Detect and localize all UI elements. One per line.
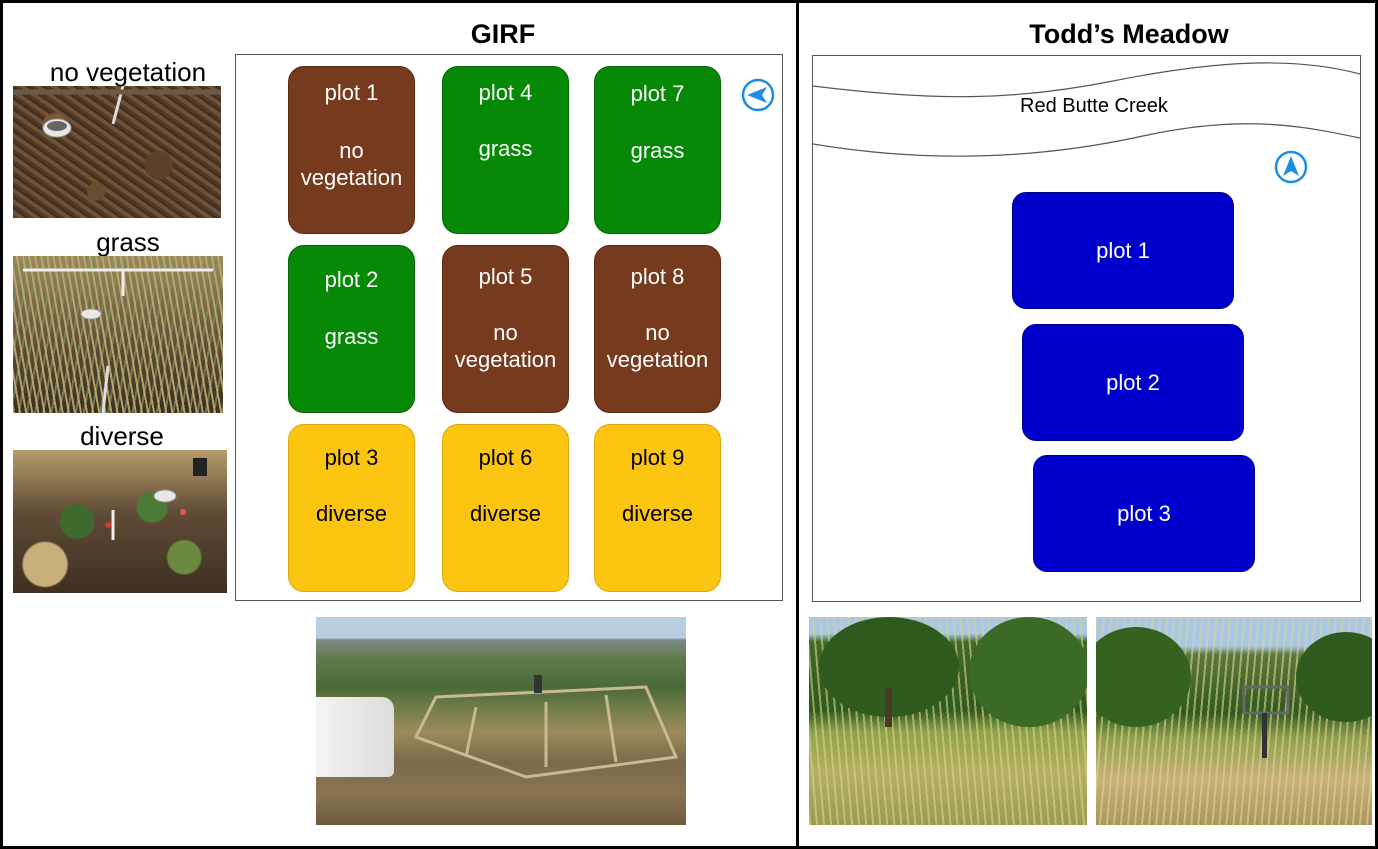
north-arrow-icon <box>741 78 775 112</box>
plot-2-name: plot 2 <box>324 267 379 292</box>
plot-3-name: plot 3 <box>324 445 379 470</box>
girf-site-photo <box>316 617 686 825</box>
plot-4-name: plot 4 <box>478 80 533 105</box>
plot-5-type: no vegetation <box>454 320 557 372</box>
plot-6-type: diverse <box>470 501 541 526</box>
girf-panel: GIRF no vegetation grass diverse <box>0 0 799 849</box>
todds-meadow-title: Todd’s Meadow <box>1029 19 1229 49</box>
plot-8: plot 8 no vegetation <box>594 245 721 413</box>
plot-9-type: diverse <box>622 501 693 526</box>
plot-7: plot 7 grass <box>594 66 721 234</box>
plot-5-name: plot 5 <box>478 264 533 289</box>
plot-6: plot 6 diverse <box>442 424 569 592</box>
north-arrow-icon <box>1274 150 1308 184</box>
water-tank <box>316 697 394 777</box>
thumb-label-grass: grass <box>96 227 160 257</box>
plot-5: plot 5 no vegetation <box>442 245 569 413</box>
plot-2-type: grass <box>324 324 379 349</box>
plot-9: plot 9 diverse <box>594 424 721 592</box>
creek-label: Red Butte Creek <box>1020 95 1168 117</box>
plot-7-name: plot 7 <box>630 81 685 106</box>
plot-1: plot 1 no vegetation <box>288 66 415 234</box>
no-vegetation-photo <box>13 86 221 218</box>
meadow-plot-3: plot 3 <box>1033 455 1255 572</box>
plot-9-name: plot 9 <box>630 445 685 470</box>
plot-1-type: no vegetation <box>300 138 403 190</box>
plot-4: plot 4 grass <box>442 66 569 234</box>
diverse-photo <box>13 450 227 593</box>
todds-meadow-plot-map: Red Butte Creek plot 1 plot 2 plot 3 <box>812 55 1361 602</box>
meadow-plot-1: plot 1 <box>1012 192 1234 309</box>
plot-8-name: plot 8 <box>630 264 685 289</box>
plot-3: plot 3 diverse <box>288 424 415 592</box>
meadow-plot-2: plot 2 <box>1022 324 1244 441</box>
plot-8-type: no vegetation <box>606 320 709 372</box>
thumb-label-no-vegetation: no vegetation <box>49 57 207 87</box>
creek-banks <box>813 62 1360 157</box>
todds-meadow-panel: Todd’s Meadow Red Butte Creek plot 1 plo… <box>796 0 1378 849</box>
plot-4-type: grass <box>478 136 533 161</box>
plot-2: plot 2 grass <box>288 245 415 413</box>
meadow-photo-1 <box>809 617 1087 825</box>
plot-7-type: grass <box>630 138 685 163</box>
grass-photo <box>13 256 223 413</box>
meadow-photo-2 <box>1096 617 1372 825</box>
girf-plot-map: plot 1 no vegetation plot 2 grass plot 3… <box>235 54 783 601</box>
plot-1-name: plot 1 <box>324 80 379 105</box>
girf-title: GIRF <box>470 19 536 49</box>
plot-3-type: diverse <box>316 501 387 526</box>
thumb-label-diverse: diverse <box>80 421 164 451</box>
plot-6-name: plot 6 <box>478 445 533 470</box>
